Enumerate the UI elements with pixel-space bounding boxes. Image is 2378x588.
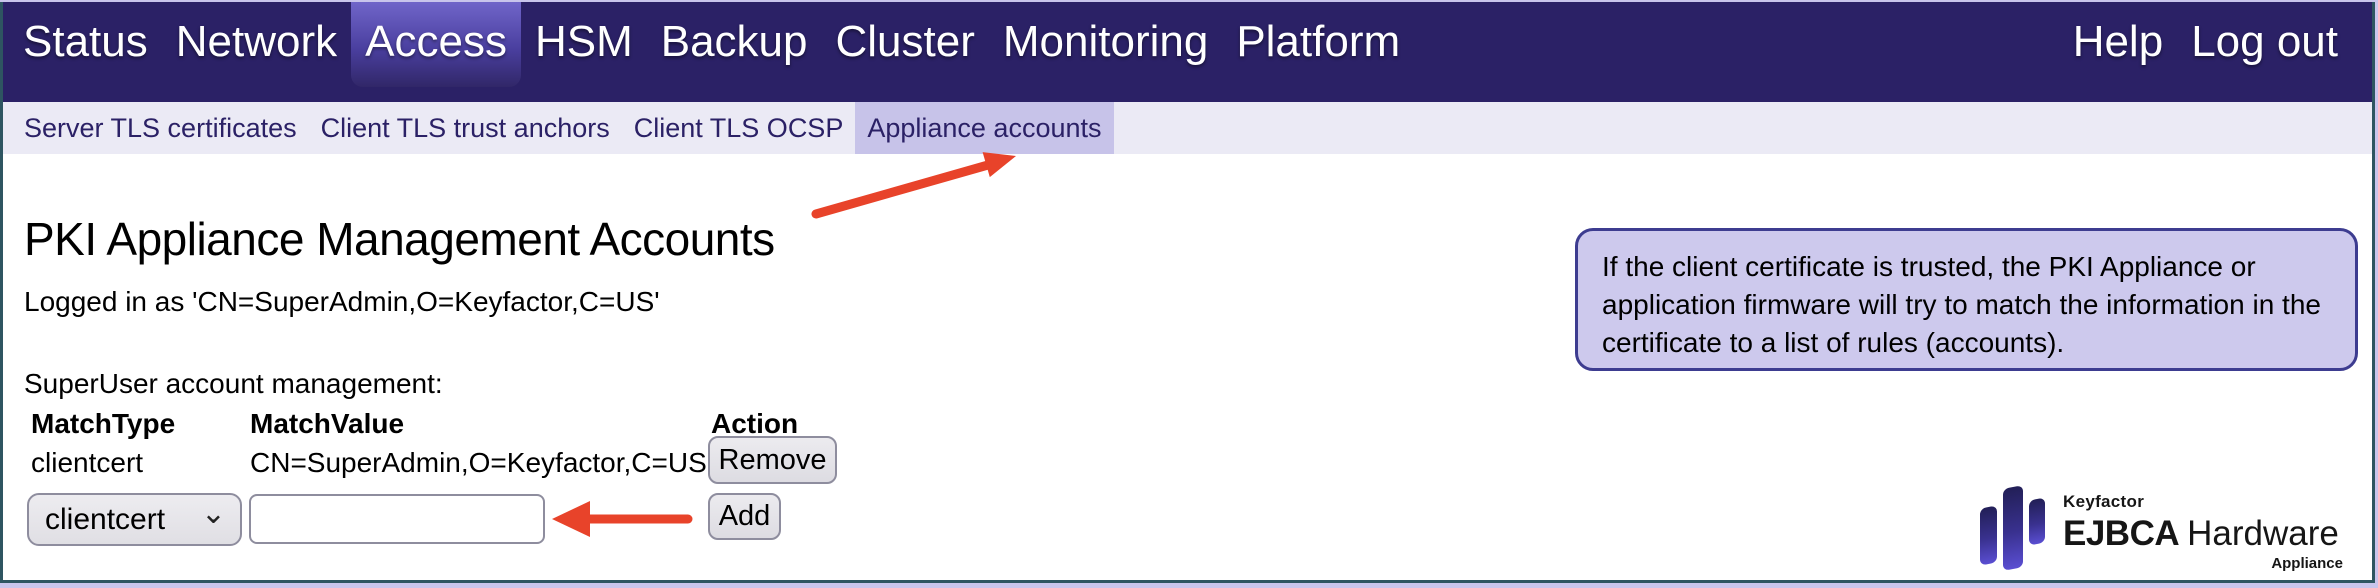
logo-brand-name: Keyfactor xyxy=(2063,492,2145,511)
logo-product-bold: EJBCA xyxy=(2063,514,2180,553)
subnav-item-appliance-accounts[interactable]: Appliance accounts xyxy=(855,102,1114,154)
access-subnav: Server TLS certificates Client TLS trust… xyxy=(3,102,2372,154)
subnav-item-server-tls-certificates[interactable]: Server TLS certificates xyxy=(24,113,297,143)
nav-item-logout[interactable]: Log out xyxy=(2191,17,2338,66)
table-cell-matchvalue: CN=SuperAdmin,O=Keyfactor,C=US xyxy=(250,447,707,478)
table-cell-matchtype: clientcert xyxy=(31,447,144,478)
matchvalue-input[interactable] xyxy=(249,494,545,544)
main-nav: Status Network Access HSM Backup Cluster… xyxy=(3,2,2372,102)
nav-item-backup[interactable]: Backup xyxy=(660,17,808,66)
add-button[interactable]: Add xyxy=(708,493,781,540)
annotation-arrow-to-appliance-accounts xyxy=(811,152,1016,219)
nav-item-monitoring[interactable]: Monitoring xyxy=(1002,17,1209,66)
column-header-action: Action xyxy=(711,408,799,439)
nav-item-status[interactable]: Status xyxy=(23,17,148,66)
chevron-down-icon: ⌄ xyxy=(200,496,226,530)
info-box: If the client certificate is trusted, th… xyxy=(1575,228,2358,371)
nav-item-hsm[interactable]: HSM xyxy=(534,17,633,66)
nav-item-help[interactable]: Help xyxy=(2072,17,2164,66)
nav-item-platform[interactable]: Platform xyxy=(1236,17,1401,66)
logo-bar-icon xyxy=(1980,505,1997,566)
nav-item-access[interactable]: Access xyxy=(351,2,521,87)
logged-in-as-text: Logged in as 'CN=SuperAdmin,O=Keyfactor,… xyxy=(24,286,660,317)
subnav-item-client-tls-ocsp[interactable]: Client TLS OCSP xyxy=(633,113,844,143)
column-header-matchvalue: MatchValue xyxy=(250,408,405,439)
logo-bar-icon xyxy=(2029,497,2045,546)
matchtype-select[interactable]: clientcert ⌄ xyxy=(27,493,242,546)
subnav-item-client-tls-trust-anchors[interactable]: Client TLS trust anchors xyxy=(320,113,610,143)
section-label: SuperUser account management: xyxy=(24,368,443,399)
remove-button[interactable]: Remove xyxy=(708,436,837,484)
matchtype-select-value: clientcert xyxy=(45,502,166,536)
column-header-matchtype: MatchType xyxy=(31,408,176,439)
logo-product-light: Hardware xyxy=(2187,514,2339,553)
nav-item-network[interactable]: Network xyxy=(175,17,338,66)
annotation-arrow-to-matchvalue-input xyxy=(552,501,693,537)
logo-suffix: Appliance xyxy=(2271,555,2343,572)
logo-bar-icon xyxy=(2003,485,2023,571)
nav-item-cluster[interactable]: Cluster xyxy=(835,17,975,66)
page-title: PKI Appliance Management Accounts xyxy=(24,213,775,265)
